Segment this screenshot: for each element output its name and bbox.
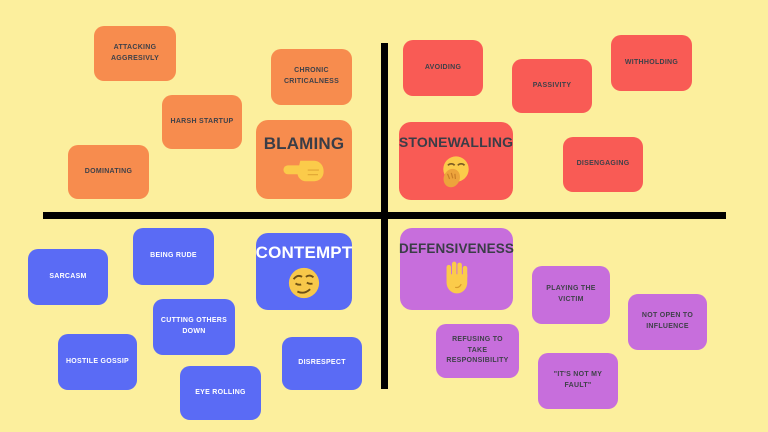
note-label: CUTTING OTHERS DOWN	[160, 317, 228, 335]
note-label: EYE ROLLING	[195, 388, 246, 396]
note-label: DISRESPECT	[298, 359, 346, 367]
note-label: PASSIVITY	[532, 81, 572, 89]
note-not-open-to-influence[interactable]: NOT OPEN TO INFLUENCE	[628, 294, 707, 350]
title-note-stonewalling[interactable]: STONEWALLING	[399, 122, 513, 200]
title-note-blaming[interactable]: BLAMING	[256, 120, 352, 199]
note-disrespect[interactable]: DISRESPECT	[282, 337, 362, 390]
note-refusing-to-take-responsibility[interactable]: REFUSING TO TAKE RESPONSIBILITY	[436, 324, 519, 378]
note-label: BEING RUDE	[150, 252, 197, 260]
note-label: HOSTILE GOSSIP	[65, 357, 130, 365]
note-passivity[interactable]: PASSIVITY	[512, 59, 592, 113]
note-withholding[interactable]: WITHHOLDING	[611, 35, 692, 91]
note-playing-the-victim[interactable]: PLAYING THE VICTIM	[532, 266, 610, 324]
note-label: NOT OPEN TO INFLUENCE	[641, 312, 694, 330]
quadrant-title: DEFENSIVENESS	[398, 240, 515, 256]
note-label: SARCASM	[49, 272, 87, 280]
quadrant-divider-horizontal[interactable]	[43, 212, 726, 219]
quadrant-title: CONTEMPT	[255, 242, 353, 262]
note-dominating[interactable]: DOMINATING	[68, 145, 149, 199]
title-note-contempt[interactable]: CONTEMPT	[256, 233, 352, 310]
note-avoiding[interactable]: AVOIDING	[403, 40, 483, 96]
note-harsh-startup[interactable]: HARSH STARTUP	[162, 95, 242, 149]
note-eye-rolling[interactable]: EYE ROLLING	[180, 366, 261, 420]
note-label: ATTACKING AGGRESIVLY	[110, 43, 160, 62]
note-label: HARSH STARTUP	[170, 117, 234, 125]
title-note-defensiveness[interactable]: DEFENSIVENESS	[398, 228, 515, 310]
note-label: PLAYING THE VICTIM	[546, 285, 596, 303]
raised-hand-icon	[443, 260, 471, 296]
note-label: "IT'S NOT MY FAULT"	[553, 371, 603, 389]
note-being-rude[interactable]: BEING RUDE	[133, 228, 214, 285]
backhand-index-pointing-left-icon	[282, 157, 326, 185]
note-its-not-my-fault[interactable]: "IT'S NOT MY FAULT"	[538, 353, 618, 409]
quadrant-title: STONEWALLING	[398, 133, 514, 150]
quadrant-title: BLAMING	[263, 133, 345, 153]
note-label: REFUSING TO TAKE RESPONSIBILITY	[446, 335, 509, 365]
note-label: AVOIDING	[424, 63, 462, 71]
note-label: DOMINATING	[84, 167, 133, 175]
smirking-face-icon	[287, 266, 321, 300]
note-label: WITHHOLDING	[624, 58, 679, 66]
note-label: CHRONIC CRITICALNESS	[283, 67, 340, 85]
note-sarcasm[interactable]: SARCASM	[28, 249, 108, 305]
note-hostile-gossip[interactable]: HOSTILE GOSSIP	[58, 334, 137, 390]
yawning-face-icon	[440, 154, 472, 188]
note-cutting-others-down[interactable]: CUTTING OTHERS DOWN	[153, 299, 235, 355]
note-attacking-aggresivly[interactable]: ATTACKING AGGRESIVLY	[94, 26, 176, 81]
note-disengaging[interactable]: DISENGAGING	[563, 137, 643, 192]
note-chronic-criticalness[interactable]: CHRONIC CRITICALNESS	[271, 49, 352, 105]
note-label: DISENGAGING	[576, 160, 630, 168]
